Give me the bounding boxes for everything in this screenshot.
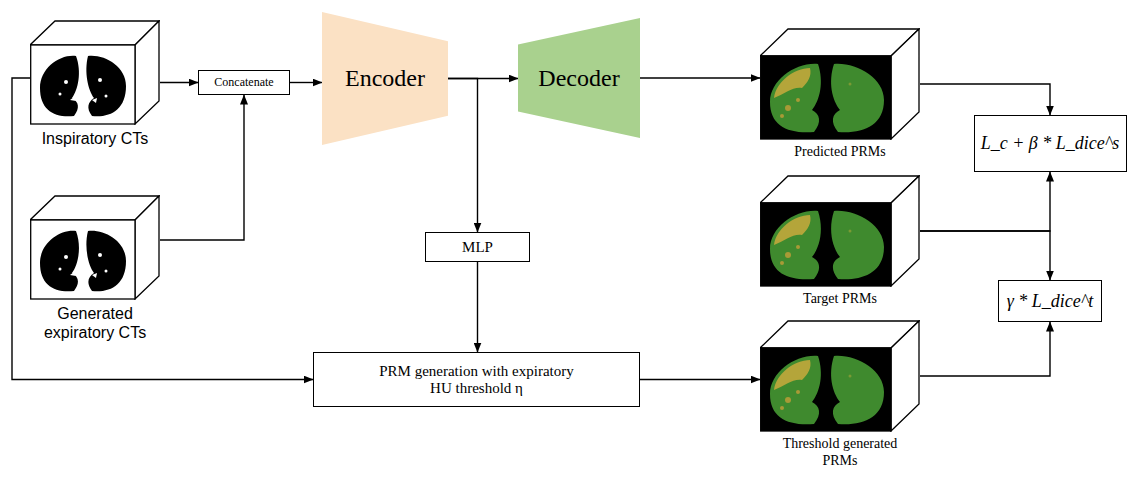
encoder-block: Encoder	[322, 12, 448, 145]
node-text: γ * L_dice^t	[1007, 291, 1094, 312]
ct-volume: Inspiratory CTs	[25, 20, 165, 148]
volume-label: Threshold generated PRMs	[783, 436, 898, 470]
volume-illustration	[30, 20, 160, 125]
loss-box: γ * L_dice^t	[998, 280, 1102, 322]
prm-volume: Threshold generated PRMs	[760, 320, 920, 470]
arrow-connector	[920, 172, 1050, 231]
process-box: PRM generation with expiratory HU thresh…	[313, 352, 640, 407]
node-text: PRM generation with expiratory HU thresh…	[377, 363, 577, 397]
volume-label: Inspiratory CTs	[25, 129, 165, 148]
ct-volume: Generated expiratory CTs	[30, 195, 160, 342]
arrow-connector	[920, 231, 1050, 280]
volume-label: Target PRMs	[760, 291, 920, 308]
decoder-block: Decoder	[518, 18, 640, 138]
arrow-connector	[920, 84, 1050, 115]
process-box: Concatenate	[198, 70, 290, 95]
arrow-connector	[920, 322, 1050, 376]
volume-illustration	[760, 28, 920, 140]
prm-volume: Target PRMs	[760, 175, 920, 308]
node-text: Concatenate	[214, 75, 273, 90]
arrow-connector	[160, 95, 244, 240]
node-text: Encoder	[345, 65, 425, 92]
volume-label: Generated expiratory CTs	[30, 304, 160, 342]
arrow-connector	[477, 262, 478, 352]
volume-label: Predicted PRMs	[760, 144, 920, 161]
volume-illustration	[30, 195, 160, 300]
node-text: MLP	[462, 239, 493, 256]
arrow-connector	[448, 79, 478, 233]
prm-volume: Predicted PRMs	[760, 28, 920, 161]
volume-illustration	[760, 175, 920, 287]
arrow-connector	[640, 77, 760, 78]
arrow-connector	[160, 82, 198, 83]
node-text: Decoder	[538, 65, 619, 92]
arrow-connector	[640, 379, 760, 380]
node-text: L_c + β * L_dice^s	[981, 133, 1120, 154]
volume-illustration	[760, 320, 920, 432]
process-box: MLP	[425, 232, 530, 262]
arrow-connector	[290, 82, 322, 83]
loss-box: L_c + β * L_dice^s	[974, 115, 1127, 172]
